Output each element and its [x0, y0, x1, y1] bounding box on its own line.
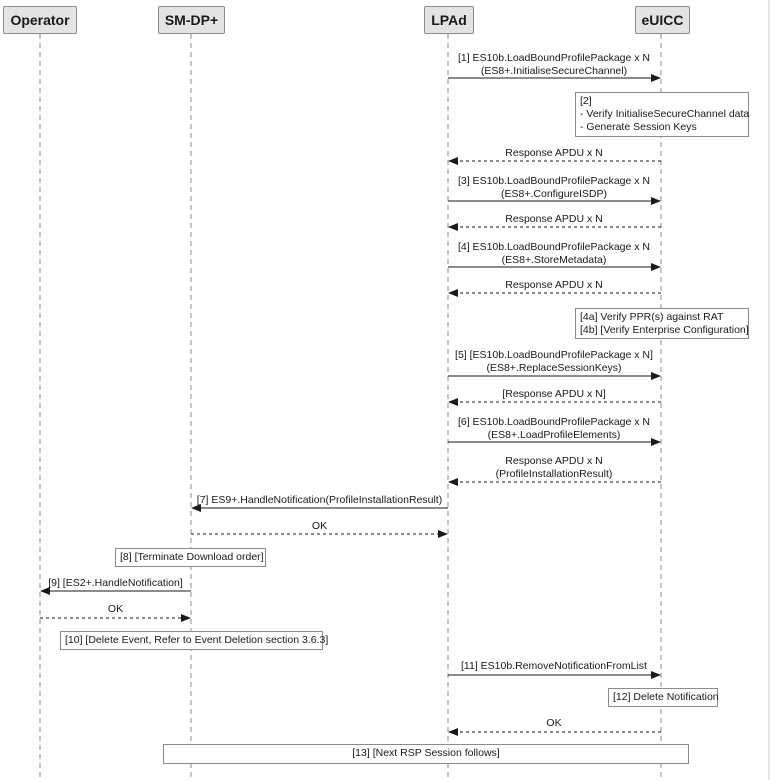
- message-label: [1] ES10b.LoadBoundProfilePackage x N(ES…: [457, 52, 651, 77]
- participant-lpad: LPAd: [424, 6, 474, 34]
- message-label: [Response APDU x N]: [502, 388, 606, 400]
- message-label: [4] ES10b.LoadBoundProfilePackage x N(ES…: [457, 241, 651, 266]
- message-label: [3] ES10b.LoadBoundProfilePackage x N(ES…: [457, 175, 651, 200]
- message-label: Response APDU x N: [505, 147, 603, 159]
- participant-sm-dp: SM-DP+: [158, 6, 225, 34]
- message-label: [7] ES9+.HandleNotification(ProfileInsta…: [196, 494, 443, 506]
- message-label: OK: [546, 717, 562, 729]
- note-box: [10] [Delete Event, Refer to Event Delet…: [60, 631, 328, 650]
- participant-operator: Operator: [3, 6, 77, 34]
- note-box: [12] Delete Notification: [608, 688, 719, 707]
- message-label: [6] ES10b.LoadBoundProfilePackage x N(ES…: [457, 416, 651, 441]
- message-label: Response APDU x N: [505, 213, 603, 225]
- note-box: [13] [Next RSP Session follows]: [163, 744, 689, 764]
- message-label: OK: [311, 520, 328, 532]
- message-label: [5] [ES10b.LoadBoundProfilePackage x N](…: [455, 349, 653, 374]
- note-box: [8] [Terminate Download order]: [115, 548, 266, 567]
- message-label: Response APDU x N(ProfileInstallationRes…: [495, 455, 613, 480]
- message-label: [9] [ES2+.HandleNotification]: [48, 577, 183, 589]
- note-box: [4a] Verify PPR(s) against RAT[4b] [Veri…: [575, 308, 749, 339]
- participant-euicc: eUICC: [635, 6, 690, 34]
- message-label: OK: [107, 603, 124, 615]
- note-box: [2]- Verify InitialiseSecureChannel data…: [575, 92, 749, 137]
- message-label: [11] ES10b.RemoveNotificationFromList: [461, 660, 647, 672]
- message-label: Response APDU x N: [505, 279, 603, 291]
